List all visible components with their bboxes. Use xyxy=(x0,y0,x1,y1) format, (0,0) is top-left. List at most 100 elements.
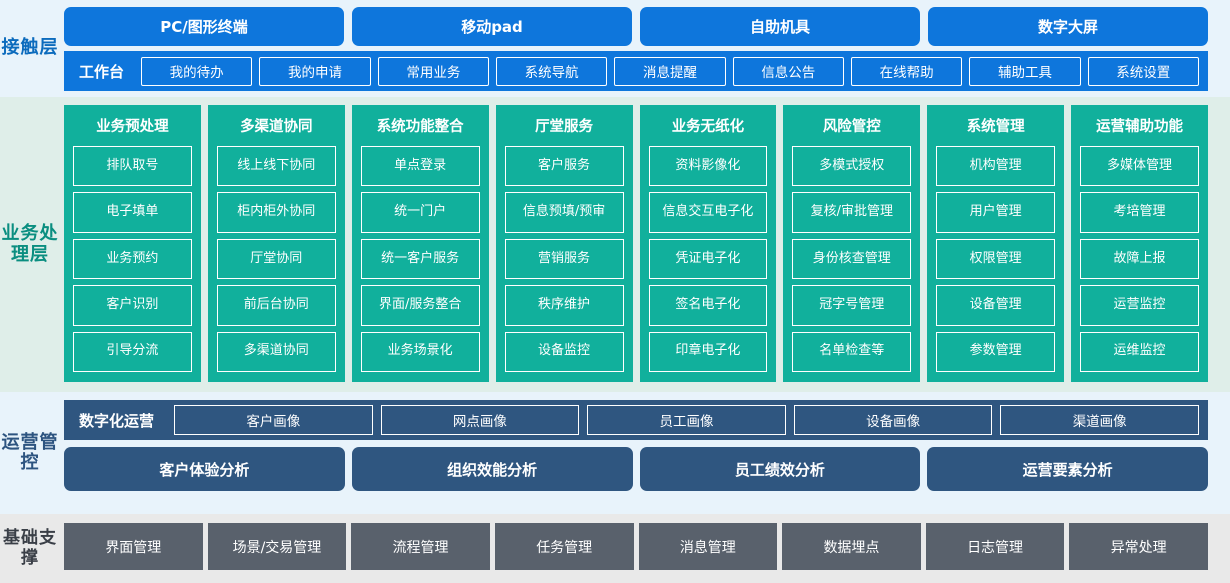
business-layer: 业务处理层 业务预处理 排队取号 电子填单 业务预约 客户识别 引导分流 多渠道… xyxy=(0,97,1230,392)
foundation-layer: 基础支撑 界面管理 场景/交易管理 流程管理 任务管理 消息管理 数据埋点 日志… xyxy=(0,514,1230,583)
business-layer-label: 业务处理层 xyxy=(0,97,60,392)
business-item[interactable]: 机构管理 xyxy=(936,146,1056,187)
column-title: 系统管理 xyxy=(966,119,1025,135)
digital-operations-title: 数字化运营 xyxy=(79,411,155,430)
business-item[interactable]: 运维监控 xyxy=(1080,331,1199,373)
business-item[interactable]: 界面/服务整合 xyxy=(360,285,480,326)
workbench-item-common-business[interactable]: 常用业务 xyxy=(377,56,489,86)
business-item[interactable]: 参数管理 xyxy=(936,331,1056,373)
workbench-item-announcement[interactable]: 信息公告 xyxy=(732,56,844,86)
business-item[interactable]: 多渠道协同 xyxy=(216,331,336,373)
business-item[interactable]: 权限管理 xyxy=(936,238,1056,280)
channel-digital-screen[interactable]: 数字大屏 xyxy=(928,7,1208,46)
column-title: 运营辅助功能 xyxy=(1096,119,1184,135)
analysis-employee-performance[interactable]: 员工绩效分析 xyxy=(639,447,921,491)
business-item[interactable]: 厅堂协同 xyxy=(216,238,336,280)
foundation-layer-label-text: 基础支撑 xyxy=(3,528,57,568)
workbench-item-system-settings[interactable]: 系统设置 xyxy=(1087,56,1199,86)
channel-mobile-pad[interactable]: 移动pad xyxy=(352,7,632,46)
portrait-branch[interactable]: 网点画像 xyxy=(380,405,580,435)
business-item[interactable]: 故障上报 xyxy=(1080,238,1199,280)
business-item[interactable]: 排队取号 xyxy=(73,146,192,187)
business-item[interactable]: 考培管理 xyxy=(1080,192,1199,233)
column-title: 业务无纸化 xyxy=(671,119,745,135)
business-item[interactable]: 凭证电子化 xyxy=(648,238,768,280)
foundation-item-log-management[interactable]: 日志管理 xyxy=(925,523,1065,570)
operations-layer-label-text: 运营管控 xyxy=(1,431,59,473)
column-title: 多渠道协同 xyxy=(240,119,313,135)
analysis-organization-efficiency[interactable]: 组织效能分析 xyxy=(351,447,633,491)
workbench-item-system-navigation[interactable]: 系统导航 xyxy=(496,56,608,86)
contact-layer-label: 接触层 xyxy=(0,0,60,97)
foundation-item-message-management[interactable]: 消息管理 xyxy=(638,523,778,570)
business-item[interactable]: 用户管理 xyxy=(936,192,1056,233)
workbench-item-my-application[interactable]: 我的申请 xyxy=(259,56,371,86)
column-title: 厅堂服务 xyxy=(535,119,594,135)
contact-layer: 接触层 PC/图形终端 移动pad 自助机具 数字大屏 工作台 我的待办 我的申… xyxy=(0,0,1230,97)
workbench-item-message-alert[interactable]: 消息提醒 xyxy=(614,56,726,86)
business-item[interactable]: 设备监控 xyxy=(504,331,624,373)
business-item[interactable]: 客户服务 xyxy=(504,146,624,187)
business-item[interactable]: 信息预填/预审 xyxy=(504,192,624,233)
business-item[interactable]: 名单检查等 xyxy=(792,331,912,373)
business-item[interactable]: 设备管理 xyxy=(936,285,1056,326)
workbench-title: 工作台 xyxy=(79,62,125,81)
business-column-lobby-service: 厅堂服务 客户服务 信息预填/预审 营销服务 秩序维护 设备监控 xyxy=(495,105,633,382)
business-item[interactable]: 前后台协同 xyxy=(216,285,336,326)
contact-layer-body: PC/图形终端 移动pad 自助机具 数字大屏 工作台 我的待办 我的申请 常用… xyxy=(60,0,1230,97)
business-item[interactable]: 线上线下协同 xyxy=(216,146,336,187)
channel-row: PC/图形终端 移动pad 自助机具 数字大屏 xyxy=(64,7,1208,46)
workbench-item-todo[interactable]: 我的待办 xyxy=(141,56,253,86)
foundation-item-data-tracking[interactable]: 数据埋点 xyxy=(782,523,921,570)
business-item[interactable]: 多媒体管理 xyxy=(1080,146,1199,187)
portrait-employee[interactable]: 员工画像 xyxy=(587,405,786,435)
business-column-multichannel: 多渠道协同 线上线下协同 柜内柜外协同 厅堂协同 前后台协同 多渠道协同 xyxy=(207,105,345,382)
business-item[interactable]: 电子填单 xyxy=(73,192,192,233)
contact-layer-label-text: 接触层 xyxy=(1,37,59,59)
business-column-system-integration: 系统功能整合 单点登录 统一门户 统一客户服务 界面/服务整合 业务场景化 xyxy=(351,105,489,382)
digital-operations-row: 数字化运营 客户画像 网点画像 员工画像 设备画像 渠道画像 xyxy=(64,400,1208,440)
workbench-row: 工作台 我的待办 我的申请 常用业务 系统导航 消息提醒 信息公告 在线帮助 辅… xyxy=(64,51,1208,91)
business-column-paperless: 业务无纸化 资料影像化 信息交互电子化 凭证电子化 签名电子化 印章电子化 xyxy=(639,105,777,382)
business-item[interactable]: 运营监控 xyxy=(1080,285,1199,326)
channel-pc[interactable]: PC/图形终端 xyxy=(64,7,344,46)
portrait-channel[interactable]: 渠道画像 xyxy=(1000,405,1199,435)
business-item[interactable]: 统一门户 xyxy=(360,192,480,233)
business-item[interactable]: 柜内柜外协同 xyxy=(216,192,336,233)
business-item[interactable]: 引导分流 xyxy=(73,331,192,373)
business-item[interactable]: 资料影像化 xyxy=(648,146,768,187)
foundation-item-process-management[interactable]: 流程管理 xyxy=(351,523,490,570)
operations-layer-label: 运营管控 xyxy=(0,392,60,514)
business-item[interactable]: 营销服务 xyxy=(504,238,624,280)
business-item[interactable]: 身份核查管理 xyxy=(792,238,912,280)
business-item[interactable]: 业务预约 xyxy=(73,238,192,280)
business-item[interactable]: 签名电子化 xyxy=(648,285,768,326)
business-item[interactable]: 复核/审批管理 xyxy=(792,192,912,233)
business-column-risk-control: 风险管控 多模式授权 复核/审批管理 身份核查管理 冠字号管理 名单检查等 xyxy=(783,105,921,382)
foundation-item-exception-handling[interactable]: 异常处理 xyxy=(1069,523,1208,570)
business-column-preprocessing: 业务预处理 排队取号 电子填单 业务预约 客户识别 引导分流 xyxy=(64,105,201,382)
workbench-item-aux-tools[interactable]: 辅助工具 xyxy=(969,56,1081,86)
business-item[interactable]: 客户识别 xyxy=(73,285,192,326)
business-item[interactable]: 统一客户服务 xyxy=(360,238,480,280)
business-item[interactable]: 信息交互电子化 xyxy=(648,192,768,233)
foundation-item-task-management[interactable]: 任务管理 xyxy=(494,523,634,570)
foundation-item-ui-management[interactable]: 界面管理 xyxy=(64,523,203,570)
business-item[interactable]: 印章电子化 xyxy=(648,331,768,373)
operations-layer-body: 数字化运营 客户画像 网点画像 员工画像 设备画像 渠道画像 客户体验分析 组织… xyxy=(60,392,1230,514)
business-item[interactable]: 冠字号管理 xyxy=(792,285,912,326)
foundation-item-scenario-transaction[interactable]: 场景/交易管理 xyxy=(207,523,347,570)
business-item[interactable]: 秩序维护 xyxy=(504,285,624,326)
business-item[interactable]: 业务场景化 xyxy=(360,331,480,373)
portrait-customer[interactable]: 客户画像 xyxy=(174,405,373,435)
analysis-operation-factors[interactable]: 运营要素分析 xyxy=(927,447,1208,491)
analysis-customer-experience[interactable]: 客户体验分析 xyxy=(64,447,345,491)
workbench-item-online-help[interactable]: 在线帮助 xyxy=(850,56,963,86)
business-item[interactable]: 多模式授权 xyxy=(792,146,912,187)
business-item[interactable]: 单点登录 xyxy=(360,146,480,187)
business-column-system-management: 系统管理 机构管理 用户管理 权限管理 设备管理 参数管理 xyxy=(927,105,1065,382)
portrait-device[interactable]: 设备画像 xyxy=(793,405,993,435)
channel-self-service[interactable]: 自助机具 xyxy=(640,7,920,46)
operations-layer: 运营管控 数字化运营 客户画像 网点画像 员工画像 设备画像 渠道画像 客户体验… xyxy=(0,392,1230,514)
